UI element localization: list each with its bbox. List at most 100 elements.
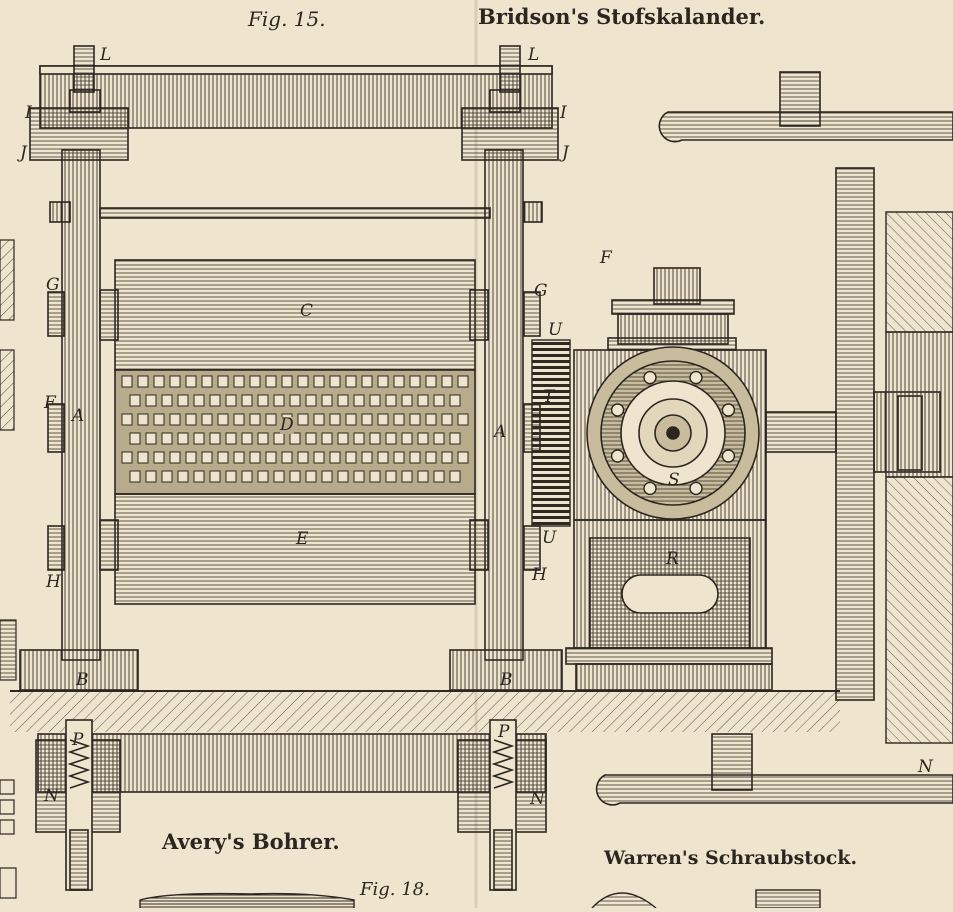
roller-stud	[297, 451, 309, 464]
fig18-fragment	[139, 889, 821, 909]
label-S-housing: S	[668, 470, 680, 490]
roller-stud	[241, 394, 253, 407]
roller-stud	[425, 451, 437, 464]
roller-stud	[185, 413, 197, 426]
roller-stud	[193, 470, 205, 483]
label-I-right: I	[560, 103, 567, 123]
label-H-right: H	[532, 565, 547, 585]
roller-stud	[177, 470, 189, 483]
roller-stud	[401, 432, 413, 445]
roller-stud	[313, 375, 325, 388]
roller-stud	[409, 451, 421, 464]
roller-stud	[353, 432, 365, 445]
roller-stud	[441, 375, 453, 388]
roller-stud	[273, 470, 285, 483]
roller-stud	[161, 394, 173, 407]
roller-stud	[137, 451, 149, 464]
roller-stud	[153, 413, 165, 426]
roller-stud	[457, 413, 469, 426]
roller-stud	[193, 394, 205, 407]
vise-bars	[595, 71, 953, 806]
roller-stud	[337, 394, 349, 407]
housing-bolt	[721, 403, 736, 417]
right-panel	[885, 211, 953, 744]
roller-stud	[265, 413, 277, 426]
warren-title: Warren's Schraubstock.	[604, 847, 858, 869]
roller-stud	[393, 451, 405, 464]
roller-stud	[209, 394, 221, 407]
roller-stud	[137, 413, 149, 426]
roller-stud	[361, 413, 373, 426]
label-C-roller: C	[300, 301, 314, 321]
roller-stud	[249, 375, 261, 388]
roller-stud	[457, 375, 469, 388]
roller-stud	[385, 432, 397, 445]
roller-stud	[121, 375, 133, 388]
roller-stud	[385, 394, 397, 407]
roller-stud	[169, 413, 181, 426]
roller-stud	[153, 375, 165, 388]
label-I-left: I	[25, 103, 32, 123]
roller-stud	[249, 451, 261, 464]
roller-stud	[273, 394, 285, 407]
roller-stud	[225, 470, 237, 483]
roller-stud	[369, 394, 381, 407]
label-J-right: J	[562, 143, 569, 163]
roller-stud	[193, 432, 205, 445]
roller-stud	[225, 394, 237, 407]
roller-stud	[393, 375, 405, 388]
roller-stud	[393, 413, 405, 426]
roller-stud	[177, 432, 189, 445]
label-H-left: H	[46, 572, 61, 592]
roller-stud	[185, 451, 197, 464]
roller-stud	[433, 432, 445, 445]
roller-stud	[305, 470, 317, 483]
label-P-right: P	[498, 722, 510, 742]
label-L-left: L	[100, 45, 112, 65]
label-G-right: G	[534, 281, 548, 301]
roller-stud	[233, 413, 245, 426]
roller-stud	[337, 470, 349, 483]
roller-stud	[161, 470, 173, 483]
roller-stud	[449, 394, 461, 407]
roller-stud	[425, 375, 437, 388]
label-D-roller: D	[280, 415, 294, 435]
label-T-gear: T	[543, 387, 555, 407]
roller-stud	[441, 413, 453, 426]
figure-15-title: Fig. 15.	[248, 7, 326, 31]
left-edge-fragments	[0, 239, 17, 899]
roller-stud	[409, 375, 421, 388]
roller-stud	[257, 470, 269, 483]
roller-stud	[361, 451, 373, 464]
left-frame	[19, 45, 563, 691]
roller-stud	[145, 470, 157, 483]
roller-stud	[297, 375, 309, 388]
roller-stud	[241, 470, 253, 483]
roller-stud	[345, 375, 357, 388]
roller-stud	[241, 432, 253, 445]
roller-stud	[329, 375, 341, 388]
roller-stud	[257, 432, 269, 445]
roller-stud	[369, 470, 381, 483]
roller-stud	[273, 432, 285, 445]
housing-bolt	[643, 481, 657, 496]
housing-bolt	[610, 449, 625, 463]
roller-stud	[321, 470, 333, 483]
roller-stud	[377, 413, 389, 426]
lower-frame	[35, 719, 547, 891]
roller-stud	[209, 470, 221, 483]
roller-stud	[297, 413, 309, 426]
roller-stud	[313, 451, 325, 464]
roller-stud	[289, 432, 301, 445]
label-J-left: J	[20, 143, 27, 163]
roller-studs	[121, 375, 469, 483]
roller-stud	[185, 375, 197, 388]
housing-bolt	[689, 370, 703, 385]
roller-stud	[361, 375, 373, 388]
roller-stud	[257, 394, 269, 407]
base-hatching	[10, 690, 840, 732]
label-N-left: N	[44, 786, 59, 806]
roller-stud	[217, 413, 229, 426]
roller-stud	[321, 394, 333, 407]
roller-stud	[145, 432, 157, 445]
